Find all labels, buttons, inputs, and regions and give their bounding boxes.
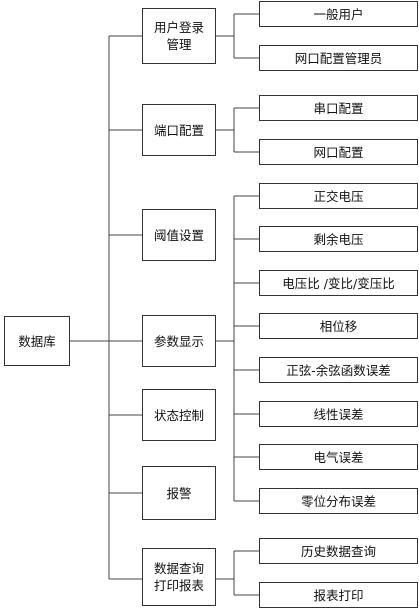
module-query-print: 数据查询 打印报表 xyxy=(142,548,216,606)
leaf-label: 网口配置管理员 xyxy=(294,50,383,66)
module-label: 数据查询 打印报表 xyxy=(153,561,204,593)
module-label: 状态控制 xyxy=(153,407,204,423)
leaf-node: 网口配置管理员 xyxy=(259,45,418,71)
leaf-label: 正弦-余弦函数误差 xyxy=(286,362,391,378)
leaf-node: 电压比 /变比/变压比 xyxy=(259,270,418,296)
leaf-label: 电压比 /变比/变压比 xyxy=(282,275,395,291)
module-user-login: 用户登录 管理 xyxy=(142,8,216,64)
module-port-config: 端口配置 xyxy=(142,104,216,156)
module-label: 报警 xyxy=(166,485,192,501)
leaf-node: 相位移 xyxy=(259,313,418,339)
module-param-display: 参数显示 xyxy=(142,315,216,367)
leaf-label: 线性误差 xyxy=(313,406,364,422)
leaf-node: 报表打印 xyxy=(259,582,418,608)
leaf-node: 电气误差 xyxy=(259,444,418,470)
module-label: 阈值设置 xyxy=(153,227,204,243)
leaf-node: 剩余电压 xyxy=(259,226,418,252)
module-label: 用户登录 管理 xyxy=(153,20,204,52)
root-label: 数据库 xyxy=(18,333,56,349)
leaf-label: 报表打印 xyxy=(313,587,364,603)
leaf-label: 网口配置 xyxy=(313,144,364,160)
leaf-node: 线性误差 xyxy=(259,401,418,427)
module-status-control: 状态控制 xyxy=(142,389,216,441)
module-alarm: 报警 xyxy=(142,466,216,520)
leaf-node: 串口配置 xyxy=(259,95,418,121)
root-node-database: 数据库 xyxy=(4,316,70,366)
leaf-node: 正弦-余弦函数误差 xyxy=(259,357,418,383)
leaf-label: 相位移 xyxy=(319,318,358,334)
module-label: 端口配置 xyxy=(153,122,204,138)
leaf-label: 电气误差 xyxy=(313,449,364,465)
leaf-node: 网口配置 xyxy=(259,139,418,165)
leaf-label: 剩余电压 xyxy=(313,231,364,247)
leaf-node: 历史数据查询 xyxy=(259,538,418,564)
leaf-node: 正交电压 xyxy=(259,183,418,209)
leaf-node: 零位分布误差 xyxy=(259,488,418,514)
module-label: 参数显示 xyxy=(153,333,204,349)
leaf-label: 历史数据查询 xyxy=(300,543,376,559)
module-threshold: 阈值设置 xyxy=(142,209,216,261)
leaf-label: 零位分布误差 xyxy=(300,493,376,509)
leaf-label: 正交电压 xyxy=(313,188,364,204)
leaf-label: 串口配置 xyxy=(313,100,364,116)
leaf-label: 一般用户 xyxy=(313,6,364,22)
leaf-node: 一般用户 xyxy=(259,1,418,27)
